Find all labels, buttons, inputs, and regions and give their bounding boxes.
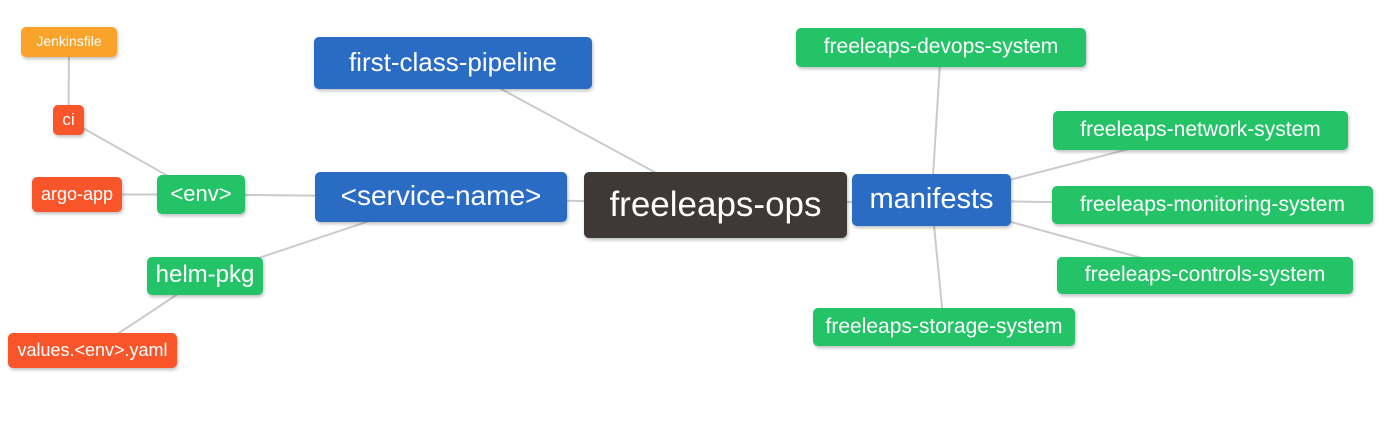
node-label: values.<env>.yaml [17, 339, 168, 360]
node-env[interactable]: <env> [157, 175, 245, 214]
node-label: helm-pkg [155, 261, 255, 288]
node-freeleaps-controls-system[interactable]: freeleaps-controls-system [1057, 257, 1353, 294]
node-freeleaps-devops-system[interactable]: freeleaps-devops-system [796, 28, 1086, 67]
node-freeleaps-ops[interactable]: freeleaps-ops [584, 172, 847, 238]
node-first-class-pipeline[interactable]: first-class-pipeline [314, 37, 592, 89]
node-label: freeleaps-storage-system [825, 314, 1063, 338]
node-label: freeleaps-network-system [1080, 118, 1321, 141]
node-label: freeleaps-devops-system [823, 35, 1059, 58]
node-label: freeleaps-monitoring-system [1080, 192, 1345, 216]
node-argo-app[interactable]: argo-app [32, 177, 122, 212]
node-label: <env> [170, 180, 232, 206]
node-freeleaps-network-system[interactable]: freeleaps-network-system [1053, 111, 1348, 150]
node-jenkinsfile[interactable]: Jenkinsfile [21, 27, 117, 57]
node-label: ci [62, 109, 75, 129]
node-ci[interactable]: ci [53, 105, 84, 135]
node-label: manifests [869, 182, 994, 215]
node-label: freeleaps-ops [609, 184, 822, 224]
node-values-env-yaml[interactable]: values.<env>.yaml [8, 333, 177, 368]
node-label: first-class-pipeline [348, 47, 558, 77]
node-label: <service-name> [340, 180, 542, 211]
node-label: freeleaps-controls-system [1084, 263, 1326, 286]
node-label: Jenkinsfile [36, 33, 102, 49]
node-helm-pkg[interactable]: helm-pkg [147, 257, 263, 295]
node-manifests[interactable]: manifests [852, 174, 1011, 226]
node-freeleaps-monitoring-system[interactable]: freeleaps-monitoring-system [1052, 186, 1373, 224]
node-label: argo-app [40, 183, 114, 204]
node-service-name[interactable]: <service-name> [315, 172, 567, 222]
node-freeleaps-storage-system[interactable]: freeleaps-storage-system [813, 308, 1075, 346]
